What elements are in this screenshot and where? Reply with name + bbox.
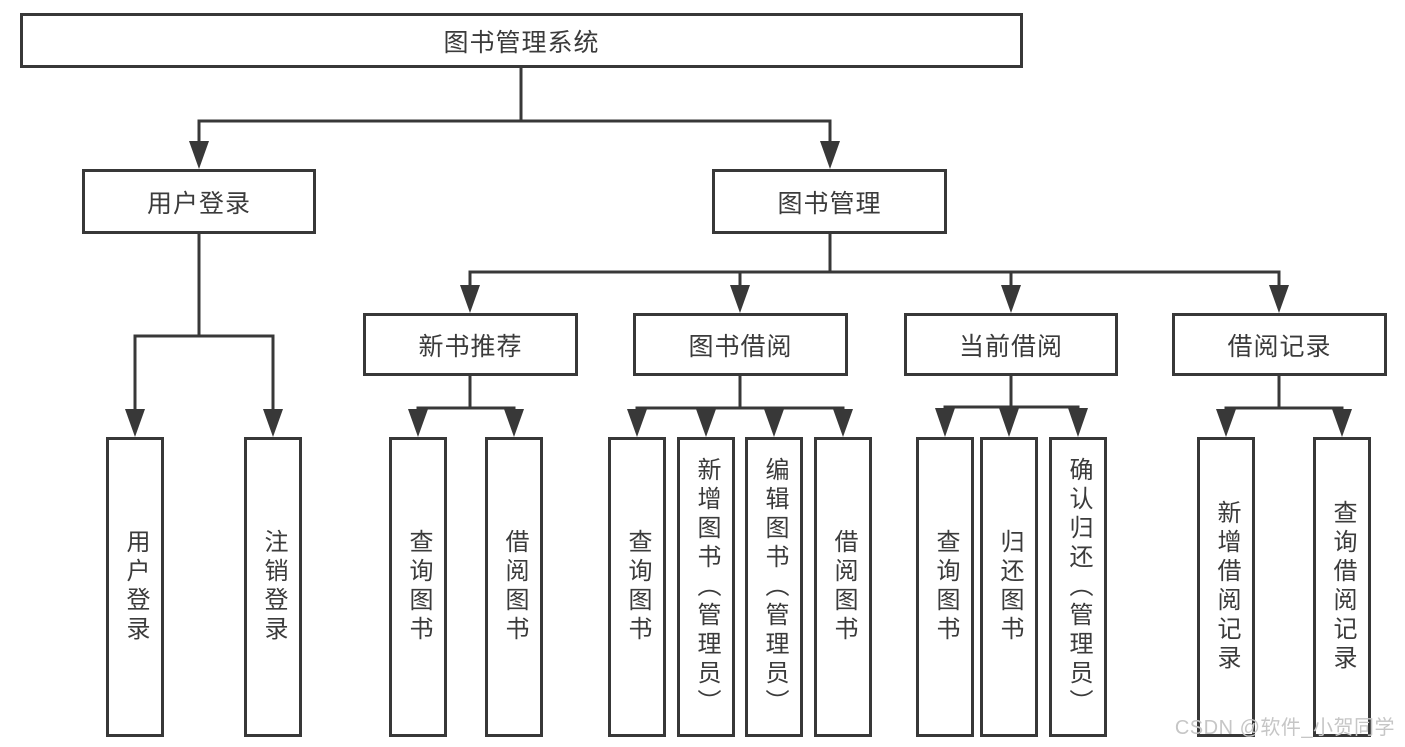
leaf-query-books-current-label: 查询图书 [932,529,959,645]
node-borrowing-records-label: 借阅记录 [1227,332,1332,361]
connector-user-login [133,232,275,411]
connector-new-books [416,374,516,410]
leaf-logout: 注销登录 [244,437,302,737]
connector-borrow-records [1224,374,1344,410]
leaf-add-borrow-record: 新增借阅记录 [1197,437,1255,737]
leaf-add-borrow-record-label: 新增借阅记录 [1213,500,1240,674]
leaf-query-books-recommend-label: 查询图书 [405,529,432,645]
arrow-icons-book-borrow [627,409,853,437]
connector-current-borrow [943,374,1080,409]
node-root-label: 图书管理系统 [443,28,600,57]
leaf-add-books-admin-label: 新增图书（管理员） [693,456,720,718]
node-user-login-label: 用户登录 [146,189,251,218]
node-user-login: 用户登录 [82,169,316,234]
leaf-borrow-books-recommend: 借阅图书 [485,437,543,737]
arrow-icons-current-borrow [935,408,1088,437]
node-new-book-recommend-label: 新书推荐 [418,332,523,361]
leaf-user-login: 用户登录 [106,437,164,737]
connector-root [197,66,832,143]
leaf-logout-label: 注销登录 [260,529,287,645]
node-borrowing-records: 借阅记录 [1172,313,1387,376]
arrow-icons-user-login [125,409,283,437]
leaf-confirm-return-admin-label: 确认归还（管理员） [1065,456,1092,718]
node-root: 图书管理系统 [20,13,1023,68]
leaf-borrow-books: 借阅图书 [814,437,872,737]
leaf-borrow-books-recommend-label: 借阅图书 [501,529,528,645]
node-book-borrowing: 图书借阅 [633,313,848,376]
arrow-icons-borrow-records [1216,409,1352,437]
node-book-management: 图书管理 [712,169,947,234]
leaf-query-borrow-record: 查询借阅记录 [1313,437,1371,737]
connector-book-mgmt [468,232,1281,287]
leaf-edit-books-admin-label: 编辑图书（管理员） [761,456,788,718]
node-new-book-recommend: 新书推荐 [363,313,578,376]
leaf-add-books-admin: 新增图书（管理员） [677,437,735,737]
node-book-management-label: 图书管理 [777,189,882,218]
node-current-borrowing-label: 当前借阅 [958,332,1063,361]
leaf-borrow-books-label: 借阅图书 [830,529,857,645]
leaf-query-books-borrow-label: 查询图书 [624,529,651,645]
leaf-query-books-current: 查询图书 [916,437,974,737]
leaf-query-books-recommend: 查询图书 [389,437,447,737]
leaf-confirm-return-admin: 确认归还（管理员） [1049,437,1107,737]
arrow-icons-level2 [460,285,1289,313]
node-current-borrowing: 当前借阅 [904,313,1118,376]
leaf-query-books-borrow: 查询图书 [608,437,666,737]
node-book-borrowing-label: 图书借阅 [688,332,793,361]
leaf-return-books: 归还图书 [980,437,1038,737]
leaf-user-login-label: 用户登录 [122,529,149,645]
leaf-query-borrow-record-label: 查询借阅记录 [1329,500,1356,674]
csdn-watermark: CSDN @软件_小贺同学 [1174,717,1395,739]
connector-book-borrow [635,374,845,410]
leaf-return-books-label: 归还图书 [996,529,1023,645]
leaf-edit-books-admin: 编辑图书（管理员） [745,437,803,737]
arrow-icons-level1 [189,141,840,169]
arrow-icons-new-books [408,409,524,437]
